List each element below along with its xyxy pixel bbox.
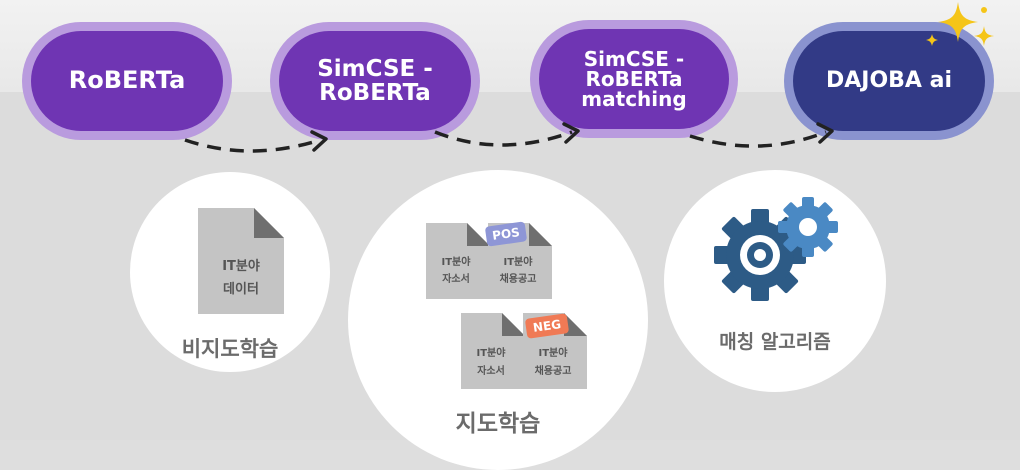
arrow-3-icon bbox=[689, 122, 834, 148]
top-resume-line2: 자소서 bbox=[442, 274, 470, 285]
stage-matching-label-line1: SimCSE - bbox=[583, 47, 685, 71]
stage-simcse-roberta-inner: SimCSE - RoBERTa bbox=[279, 31, 471, 131]
stage-matching-label-line3: matching bbox=[581, 87, 687, 111]
arrow-1-icon bbox=[184, 130, 328, 153]
unsupervised-doc-line1: IT분야 bbox=[222, 259, 260, 274]
top-posting-line1: IT분야 bbox=[503, 257, 533, 268]
sparkle-icon bbox=[926, 2, 994, 46]
bottom-posting-line1: IT분야 bbox=[538, 348, 568, 359]
stage-simcse-roberta: SimCSE - RoBERTa bbox=[270, 22, 480, 140]
supervised-caption: 지도학습 bbox=[455, 411, 541, 437]
stage-dajoba-ai-label: DAJOBA ai bbox=[825, 68, 953, 94]
stage-simcse-roberta-label-line2: RoBERTa bbox=[319, 80, 431, 106]
document-icon bbox=[198, 208, 284, 314]
stage-simcse-roberta-matching: SimCSE - RoBERTa matching bbox=[530, 20, 738, 138]
resume-doc-icon-top bbox=[426, 223, 490, 299]
unsupervised-doc-line2: 데이터 bbox=[223, 282, 259, 297]
bottom-posting-line2: 채용공고 bbox=[534, 366, 572, 377]
top-resume-line1: IT분야 bbox=[441, 257, 471, 268]
stage-simcse-roberta-label-line1: SimCSE - bbox=[317, 55, 433, 82]
gears-icon bbox=[714, 197, 838, 301]
stage-roberta-inner: RoBERTa bbox=[31, 31, 223, 131]
arrow-2-icon bbox=[434, 122, 580, 147]
unsupervised-caption: 비지도학습 bbox=[181, 337, 279, 361]
stage-dajoba-ai-inner: DAJOBA ai bbox=[793, 31, 985, 131]
resume-doc-icon-bottom bbox=[461, 313, 525, 389]
stage-matching-label-line2: RoBERTa bbox=[585, 67, 683, 91]
bottom-resume-line1: IT분야 bbox=[476, 348, 506, 359]
matching-caption: 매칭 알고리즘 bbox=[719, 331, 831, 353]
stage-simcse-roberta-matching-inner: SimCSE - RoBERTa matching bbox=[539, 29, 729, 129]
stage-dajoba-ai: DAJOBA ai bbox=[784, 22, 994, 140]
stage-roberta: RoBERTa bbox=[22, 22, 232, 140]
stage-roberta-label: RoBERTa bbox=[68, 66, 186, 95]
bottom-resume-line2: 자소서 bbox=[477, 366, 505, 377]
top-posting-line2: 채용공고 bbox=[499, 274, 537, 285]
